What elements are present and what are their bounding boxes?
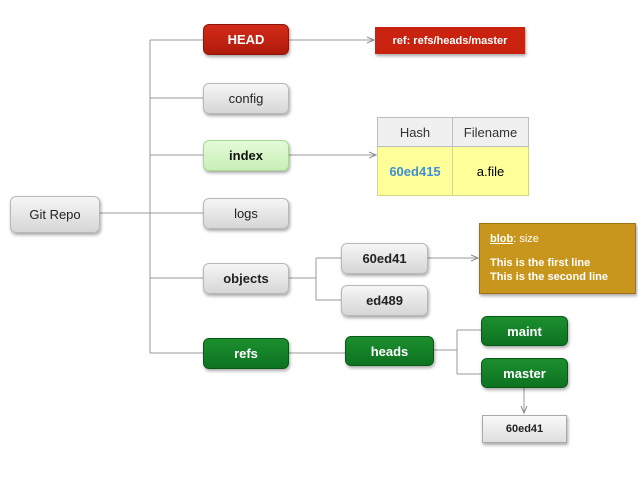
branch-node-maint: maint [481,316,568,346]
refs-node: refs [203,338,289,369]
object-label-ed489: ed489 [366,293,403,308]
head-ref-box: ref: refs/heads/master [375,27,525,54]
config-label: config [228,91,264,106]
logs-node: logs [203,198,289,229]
head-label: HEAD [227,32,265,47]
objects-label: objects [223,271,269,286]
object-node-ed489: ed489 [341,285,428,316]
heads-node: heads [345,336,434,366]
blob-line-1: This is the first line [490,257,591,269]
blob-line-2: This is the second line [490,271,608,283]
index-table: Hash Filename 60ed415 a.file [377,117,529,196]
table-row: 60ed415 a.file [377,146,529,196]
object-label-60ed41: 60ed41 [362,251,407,266]
head-node: HEAD [203,24,289,55]
index-table-header-row: Hash Filename [377,117,529,147]
master-commit-label: 60ed41 [505,423,544,435]
heads-label: heads [370,343,409,359]
index-node: index [203,140,289,171]
head-ref-text: ref: refs/heads/master [392,34,508,47]
git-repo-label: Git Repo [29,207,81,222]
index-table-header-hash: Hash [377,117,453,147]
blob-box: blob: size This is the first line This i… [479,223,636,294]
blob-size-label: : size [513,233,539,245]
blob-type-label: blob [490,233,514,245]
config-node: config [203,83,289,114]
master-commit-box: 60ed41 [482,415,567,443]
refs-label: refs [234,346,258,361]
branch-node-master: master [481,358,568,388]
logs-label: logs [234,206,258,221]
index-table-header-filename: Filename [452,117,529,147]
object-node-60ed41: 60ed41 [341,243,428,274]
index-table-hash-cell: 60ed415 [377,146,453,196]
blob-title: blob: size [490,232,625,246]
git-repo-node: Git Repo [10,196,100,233]
index-table-filename-cell: a.file [452,146,529,196]
index-label: index [229,148,263,163]
branch-label-maint: maint [507,323,542,339]
objects-node: objects [203,263,289,294]
branch-label-master: master [503,365,546,381]
